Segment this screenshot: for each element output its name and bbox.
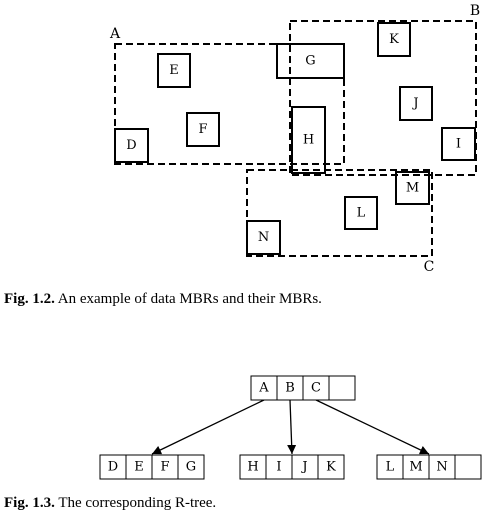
figure-1-3-label: Fig. 1.3. (4, 495, 55, 511)
data-mbr-label-m: M (406, 181, 419, 196)
leaf-node-1-entry-3 (151, 454, 179, 480)
pointer-arrow-1 (151, 399, 265, 455)
leaf-node-2-entry-label-h: H (247, 460, 258, 475)
leaf-node-3-entry-3 (428, 454, 456, 480)
leaf-node-1-entry-4 (177, 454, 205, 480)
data-mbr-e (157, 53, 191, 88)
mbr-diagram: A B C E G K J D F H I M L N (109, 3, 480, 275)
root-node-entry-label-c: C (311, 381, 321, 396)
root-node-entry-label-a: A (258, 381, 269, 396)
root-node-entry-4 (328, 375, 356, 401)
root-node: A B C (250, 375, 356, 401)
data-mbr-g (276, 43, 345, 79)
data-mbr-label-f: F (198, 122, 207, 137)
leaf-node-1-entry-1 (99, 454, 127, 480)
data-mbr-i (441, 127, 476, 161)
leaf-node-2-entry-label-j: J (300, 460, 307, 475)
leaf-node-3-entry-2 (402, 454, 430, 480)
data-mbr-label-d: D (126, 138, 136, 153)
leaf-node-2-entry-2 (265, 454, 293, 480)
group-mbr-label-a: A (109, 26, 121, 42)
leaf-node-3-entry-label-l: L (386, 460, 395, 475)
leaf-node-1-entry-2 (125, 454, 153, 480)
data-mbr-l (344, 196, 378, 230)
root-node-entry-label-b: B (285, 381, 295, 396)
group-mbr-a (114, 43, 345, 165)
leaf-node-2-entry-label-i: I (276, 460, 281, 475)
group-mbr-label-b: B (470, 3, 480, 19)
data-mbr-h (291, 106, 326, 174)
group-mbr-label-c: C (424, 259, 435, 275)
figure-1-3-caption: Fig. 1.3. The corresponding R-tree. (4, 495, 216, 512)
data-mbr-label-l: L (357, 206, 366, 221)
data-mbr-j (399, 86, 433, 121)
data-mbr-d (114, 128, 149, 163)
data-mbr-n (246, 220, 281, 255)
data-mbr-f (186, 112, 220, 147)
leaf-node-1-entry-label-d: D (108, 460, 118, 475)
leaf-node-2: H I J K (239, 454, 345, 480)
data-mbr-label-e: E (169, 63, 179, 78)
pointer-arrow-2 (287, 399, 297, 455)
leaf-node-2-entry-label-k: K (326, 460, 336, 475)
data-mbr-k (377, 22, 411, 57)
figure-1-2-text: An example of data MBRs and their MBRs. (57, 291, 322, 307)
data-mbr-label-j: J (411, 96, 418, 111)
leaf-node-2-entry-3 (291, 454, 319, 480)
data-mbr-label-n: N (258, 230, 269, 245)
leaf-node-1-entry-label-f: F (160, 460, 169, 475)
leaf-node-3-entry-label-n: N (436, 460, 447, 475)
figure-1-3-text: The corresponding R-tree. (58, 495, 217, 511)
figure-1-2-caption: Fig. 1.2. An example of data MBRs and th… (4, 291, 322, 308)
data-mbr-label-k: K (389, 32, 399, 47)
leaf-node-1: D E F G (99, 454, 205, 480)
data-mbr-label-i: I (456, 137, 461, 152)
leaf-node-1-entry-label-e: E (134, 460, 144, 475)
data-mbr-label-g: G (305, 54, 315, 69)
pointer-arrow-3 (315, 399, 430, 455)
leaf-node-3-entry-4 (454, 454, 482, 480)
data-mbr-label-h: H (303, 133, 314, 148)
leaf-node-3-entry-label-m: M (409, 460, 422, 475)
leaf-node-2-entry-4 (317, 454, 345, 480)
leaf-node-1-entry-label-g: G (186, 460, 196, 475)
data-mbr-m (395, 171, 430, 205)
group-mbr-b (289, 20, 477, 176)
group-mbr-c (246, 169, 433, 257)
figure-1-2-label: Fig. 1.2. (4, 291, 55, 307)
leaf-node-3-entry-1 (376, 454, 404, 480)
